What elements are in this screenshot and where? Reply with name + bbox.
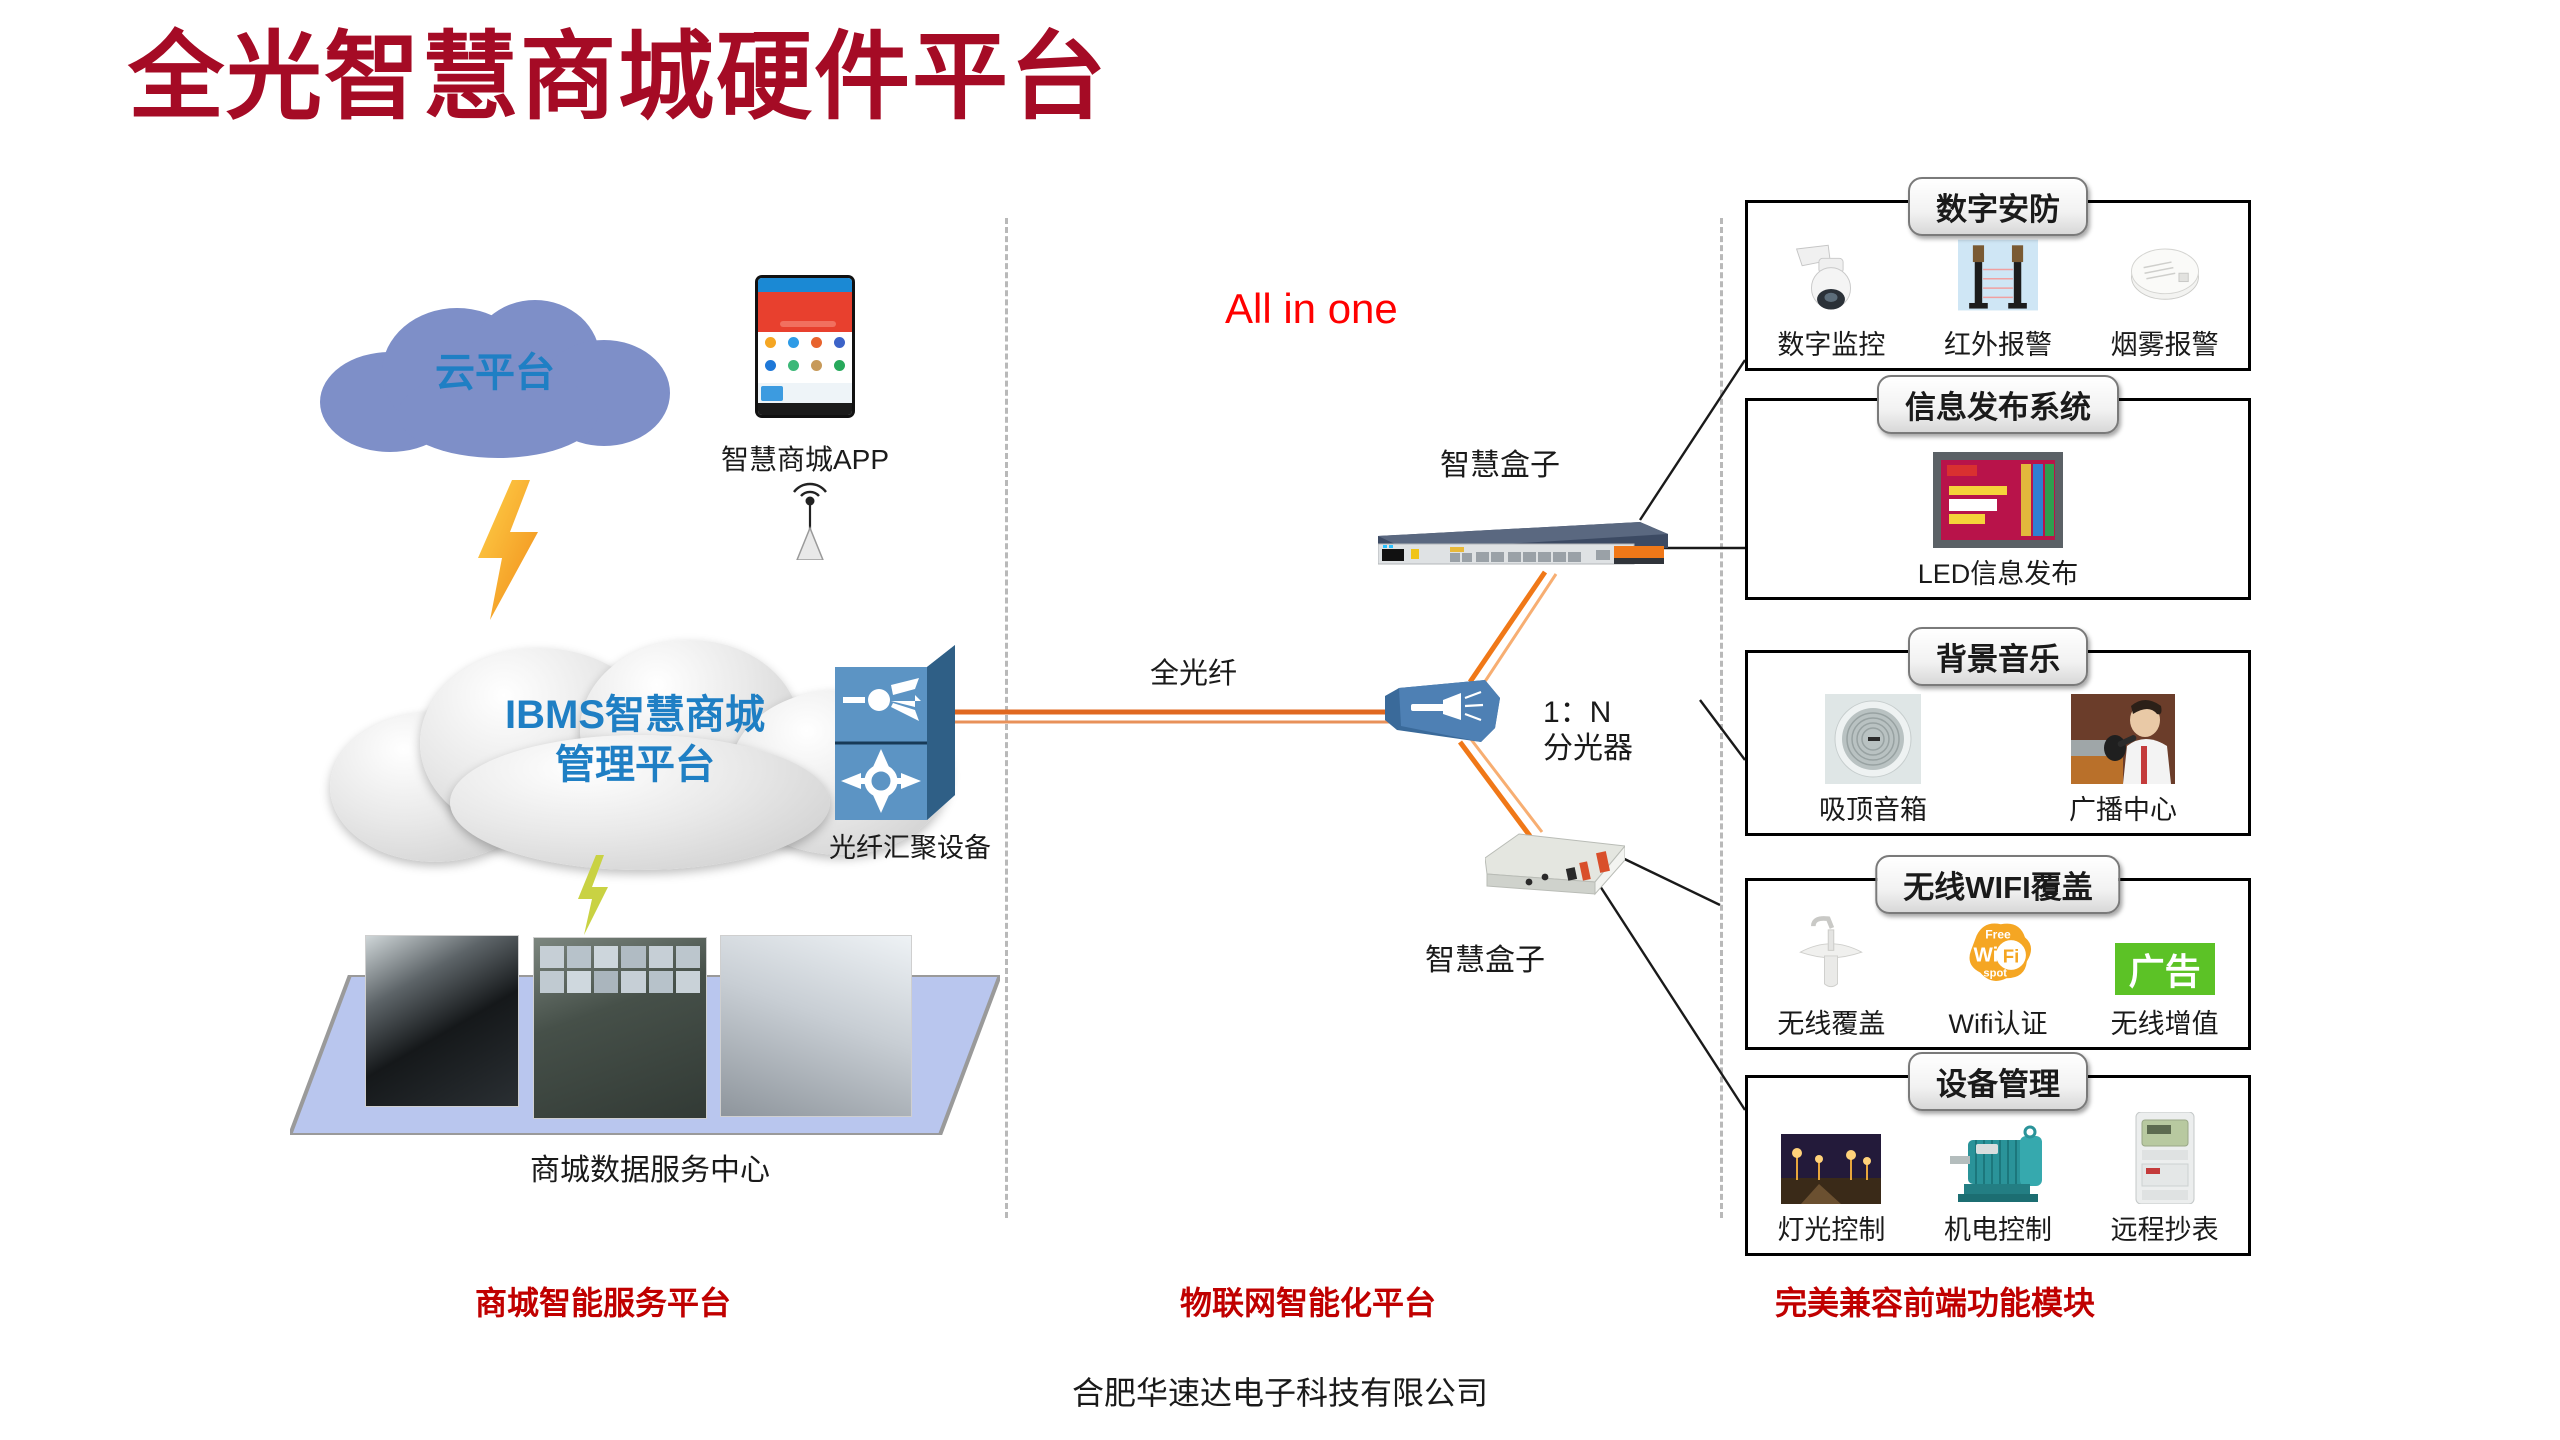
fiber-aggregation-device-label: 光纤汇聚设备 — [829, 833, 991, 863]
cloud-platform-label: 云平台 — [435, 351, 555, 395]
panel-items-information-release: LED信息发布 — [1748, 443, 2248, 591]
panel-item-caption: 数字监控 — [1777, 330, 1886, 360]
led-billboard-icon — [1933, 452, 2063, 548]
phone-hero-banner — [758, 291, 852, 333]
infrared-beam-icon — [1955, 233, 2041, 319]
cloud-platform-shape — [320, 300, 670, 460]
splitter-name: 分光器 — [1543, 732, 1633, 765]
panel-item-caption: 无线覆盖 — [1777, 1009, 1886, 1039]
smart-box-bottom-label: 智慧盒子 — [1425, 944, 1545, 977]
panel-item-caption: LED信息发布 — [1917, 559, 2079, 589]
company-name: 合肥华速达电子科技有限公司 — [1071, 1375, 1488, 1411]
ptz-camera-icon — [1788, 233, 1874, 319]
panel-title-information-release: 信息发布系统 — [1877, 375, 2119, 434]
fiber-link-label: 全光纤 — [1150, 658, 1238, 690]
monitoring-wall-photo — [533, 937, 707, 1119]
panel-item-wireless-coverage[interactable]: 无线覆盖 — [1771, 912, 1891, 1041]
panel-wireless-wifi: 无线WIFI覆盖 无线覆盖 Free Wi Fi — [1745, 855, 2251, 1050]
phone-statusbar — [758, 278, 852, 284]
wireless-ap-icon — [1788, 912, 1874, 998]
panel-item-surveillance[interactable]: 数字监控 — [1771, 233, 1891, 362]
svg-text:Wi: Wi — [1973, 944, 1998, 967]
panel-digital-security: 数字安防 数字监控 — [1745, 177, 2251, 371]
panel-items-device-management: 灯光控制 机电控制 — [1748, 1112, 2248, 1247]
panel-device-management: 设备管理 灯光控制 — [1745, 1052, 2251, 1256]
panel-item-caption: 机电控制 — [1943, 1215, 2052, 1245]
page-title: 全光智慧商城硬件平台 — [128, 24, 1108, 131]
panel-item-led-release[interactable]: LED信息发布 — [1873, 452, 2123, 591]
street-lighting-icon — [1781, 1134, 1882, 1204]
ceiling-speaker-icon — [1825, 694, 1921, 784]
smart-box-onu-icon — [1484, 830, 1626, 900]
lightning-bolt-small-icon — [570, 855, 614, 935]
divider-left — [1005, 218, 1008, 1218]
smart-box-switch-icon — [1377, 508, 1668, 570]
smart-box-top-label: 智慧盒子 — [1440, 449, 1560, 482]
lightning-bolt-down-icon — [460, 480, 550, 620]
panel-item-caption: 吸顶音箱 — [1819, 795, 1927, 825]
panel-item-lighting-control[interactable]: 灯光控制 — [1771, 1134, 1891, 1247]
panel-item-caption: 灯光控制 — [1777, 1215, 1886, 1245]
server-room-photo — [365, 935, 519, 1107]
phone-appbar — [758, 283, 852, 292]
footer-zone-middle: 物联网智能化平台 — [1180, 1285, 1437, 1321]
electric-motor-icon — [1946, 1122, 2050, 1204]
panel-title-digital-security: 数字安防 — [1908, 177, 2088, 236]
panel-background-music: 背景音乐 吸顶音箱 — [1745, 627, 2251, 836]
svg-text:Free: Free — [1985, 927, 2011, 941]
panel-information-release: 信息发布系统 LED信息发布 — [1745, 375, 2251, 600]
footer-zone-left: 商城智能服务平台 — [475, 1285, 732, 1321]
operators-photo — [720, 935, 912, 1117]
panel-item-remote-meter-reading[interactable]: 远程抄表 — [2105, 1112, 2225, 1247]
panel-item-ceiling-speaker[interactable]: 吸顶音箱 — [1788, 694, 1958, 827]
svg-text:spot: spot — [1983, 967, 2007, 979]
ibms-label-line1: IBMS智慧商城 — [505, 693, 765, 737]
panel-item-caption: 无线增值 — [2110, 1009, 2219, 1039]
smoke-detector-icon — [2122, 233, 2208, 319]
ibms-platform-label: IBMS智慧商城 管理平台 — [420, 690, 850, 790]
svg-text:Fi: Fi — [2003, 945, 2020, 966]
all-in-one-label: All in one — [1225, 285, 1398, 332]
panel-items-background-music: 吸顶音箱 广播中心 — [1748, 694, 2248, 827]
panel-item-wifi-auth[interactable]: Free Wi Fi spot Wifi认证 — [1938, 912, 2058, 1041]
phone-icon-grid — [758, 332, 852, 384]
broadcast-center-icon — [2071, 694, 2175, 784]
panel-item-smoke-alarm[interactable]: 烟雾报警 — [2105, 233, 2225, 362]
panel-item-caption: 远程抄表 — [2110, 1215, 2219, 1245]
divider-right — [1720, 218, 1723, 1218]
ad-badge: 广告 — [2114, 943, 2215, 995]
data-center-platform — [287, 935, 1003, 1137]
phone-navbar — [758, 403, 852, 415]
ibms-cloud-shape — [330, 640, 950, 870]
panel-items-digital-security: 数字监控 红外报警 — [1748, 239, 2248, 362]
panel-item-electromechanical-control[interactable]: 机电控制 — [1938, 1122, 2058, 1247]
app-label: 智慧商城APP — [720, 444, 890, 475]
optical-splitter-label: 1：N 分光器 — [1543, 695, 1633, 767]
ibms-label-line2: 管理平台 — [555, 743, 715, 787]
splitter-ratio: 1：N — [1543, 696, 1612, 729]
panel-title-wireless-wifi: 无线WIFI覆盖 — [1875, 855, 2121, 914]
fiber-aggregation-device-icon — [835, 645, 955, 820]
free-wifi-spot-icon: Free Wi Fi spot — [1955, 912, 2041, 998]
panel-title-background-music: 背景音乐 — [1908, 627, 2088, 686]
panel-item-wireless-value-added[interactable]: 广告 无线增值 — [2105, 940, 2225, 1041]
panel-items-wireless-wifi: 无线覆盖 Free Wi Fi spot Wifi认证 广告 无线增值 — [1748, 916, 2248, 1041]
smart-mall-app-phone — [755, 275, 855, 418]
panel-title-device-management: 设备管理 — [1908, 1052, 2088, 1111]
panel-item-broadcast-center[interactable]: 广播中心 — [2038, 694, 2208, 827]
panel-item-infrared-alarm[interactable]: 红外报警 — [1938, 233, 2058, 362]
optical-splitter-icon — [1385, 680, 1500, 742]
wireless-antenna-icon — [780, 470, 840, 561]
smart-meter-icon — [2134, 1112, 2196, 1204]
advertisement-icon: 广告 — [2114, 940, 2215, 998]
panel-item-caption: Wifi认证 — [1948, 1009, 2048, 1039]
footer-zone-right: 完美兼容前端功能模块 — [1775, 1285, 2096, 1321]
panel-item-caption: 烟雾报警 — [2110, 330, 2219, 360]
panel-item-caption: 红外报警 — [1943, 330, 2052, 360]
panel-item-caption: 广播中心 — [2069, 795, 2177, 825]
data-center-label: 商城数据服务中心 — [530, 1154, 770, 1187]
